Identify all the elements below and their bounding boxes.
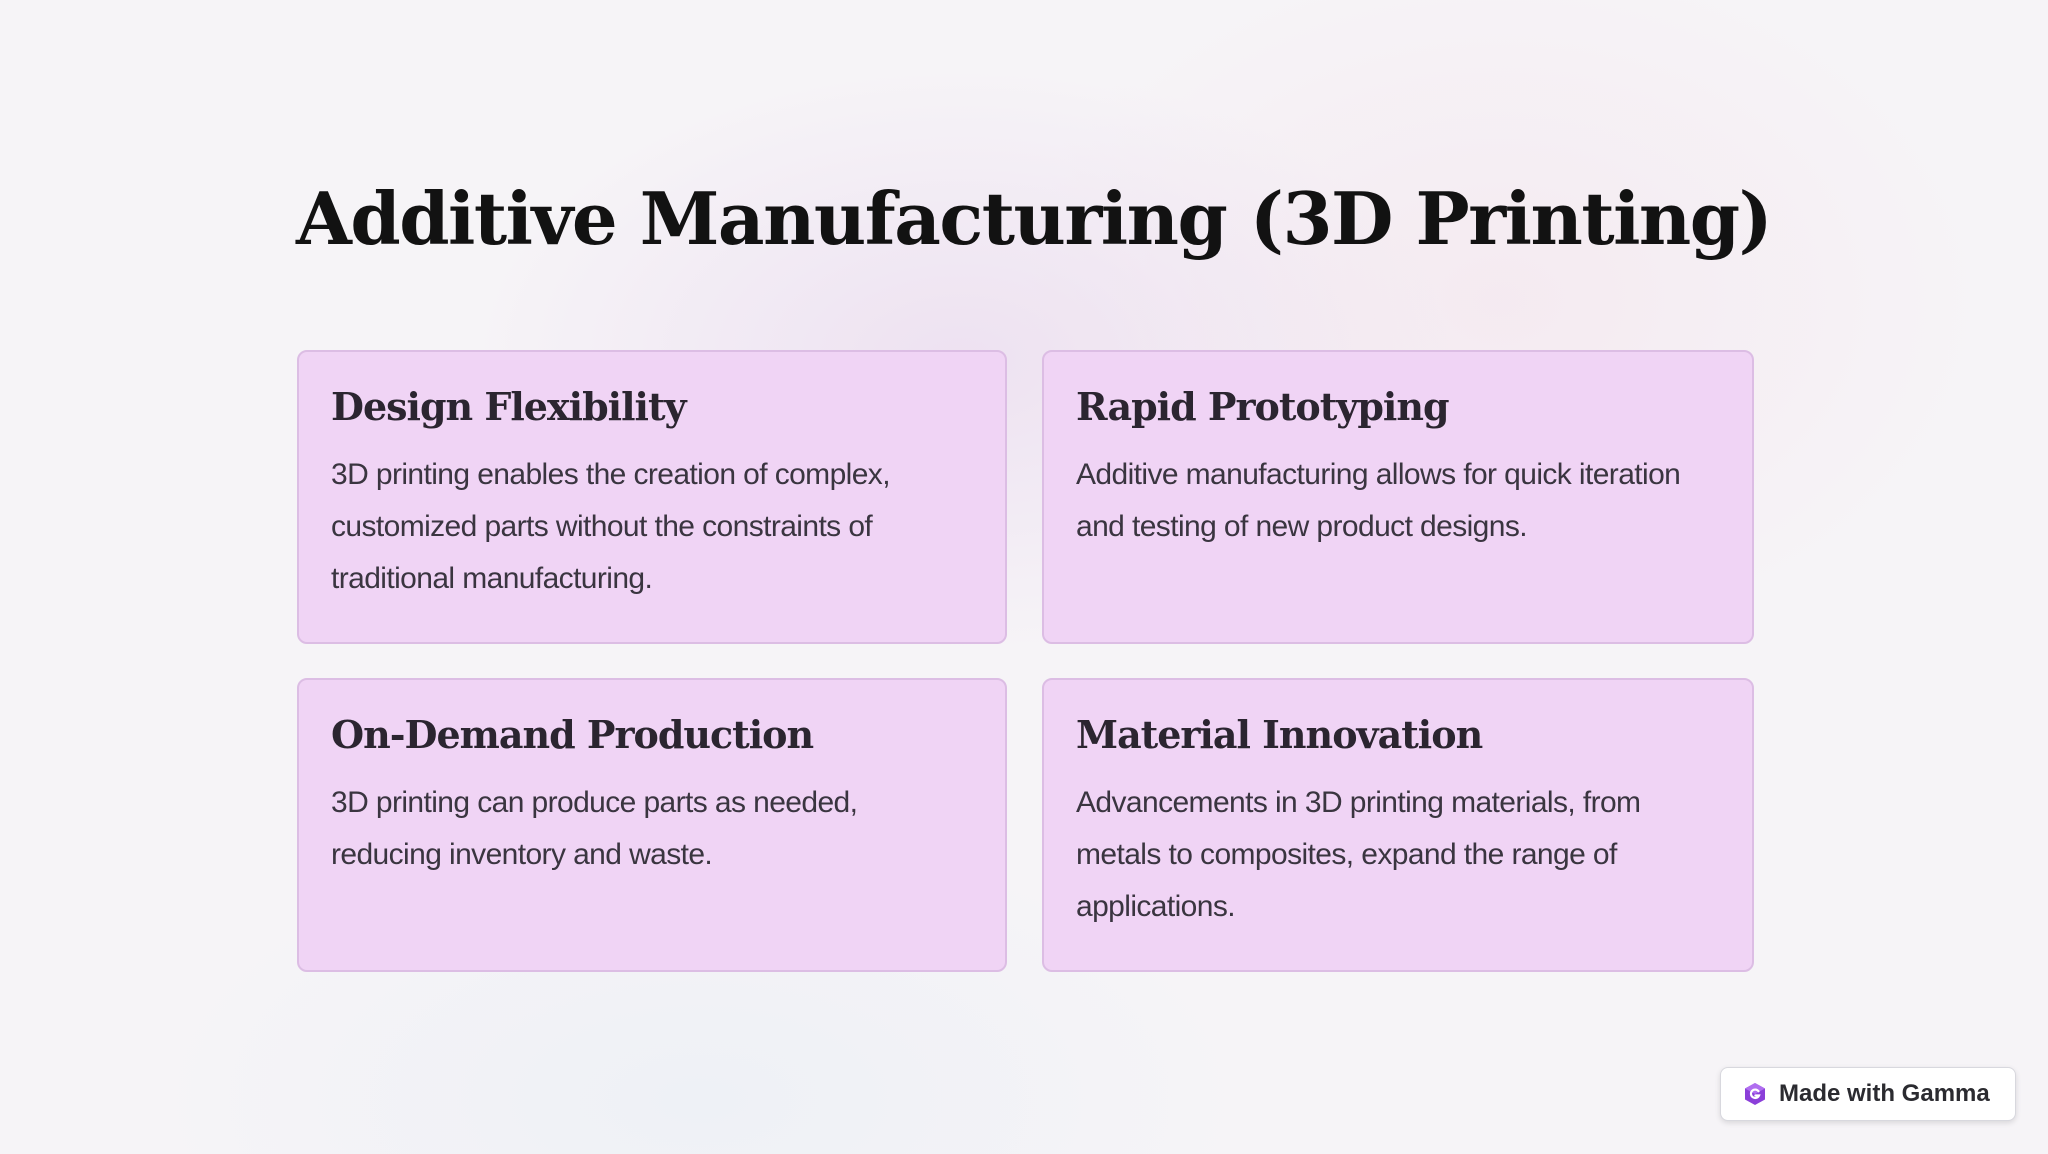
card-grid: Design Flexibility 3D printing enables t… bbox=[297, 350, 1754, 972]
badge-label: Made with Gamma bbox=[1779, 1080, 1990, 1107]
card-body: 3D printing enables the creation of comp… bbox=[331, 458, 891, 596]
card-on-demand-production: On-Demand Production 3D printing can pro… bbox=[297, 678, 1007, 972]
card-title: Rapid Prototyping bbox=[1076, 384, 1450, 429]
card-rapid-prototyping: Rapid Prototyping Additive manufacturing… bbox=[1042, 350, 1754, 644]
card-title: Material Innovation bbox=[1076, 712, 1483, 757]
made-with-gamma-button[interactable]: Made with Gamma bbox=[1720, 1067, 2016, 1121]
slide-title: Additive Manufacturing (3D Printing) bbox=[296, 176, 1773, 261]
card-design-flexibility: Design Flexibility 3D printing enables t… bbox=[297, 350, 1007, 644]
card-body: Advancements in 3D printing materials, f… bbox=[1076, 786, 1641, 924]
card-title: On-Demand Production bbox=[331, 712, 814, 757]
card-body: 3D printing can produce parts as needed,… bbox=[331, 786, 858, 872]
gamma-logo-icon bbox=[1743, 1082, 1767, 1106]
card-material-innovation: Material Innovation Advancements in 3D p… bbox=[1042, 678, 1754, 972]
card-body: Additive manufacturing allows for quick … bbox=[1076, 458, 1681, 544]
card-title: Design Flexibility bbox=[331, 384, 687, 429]
